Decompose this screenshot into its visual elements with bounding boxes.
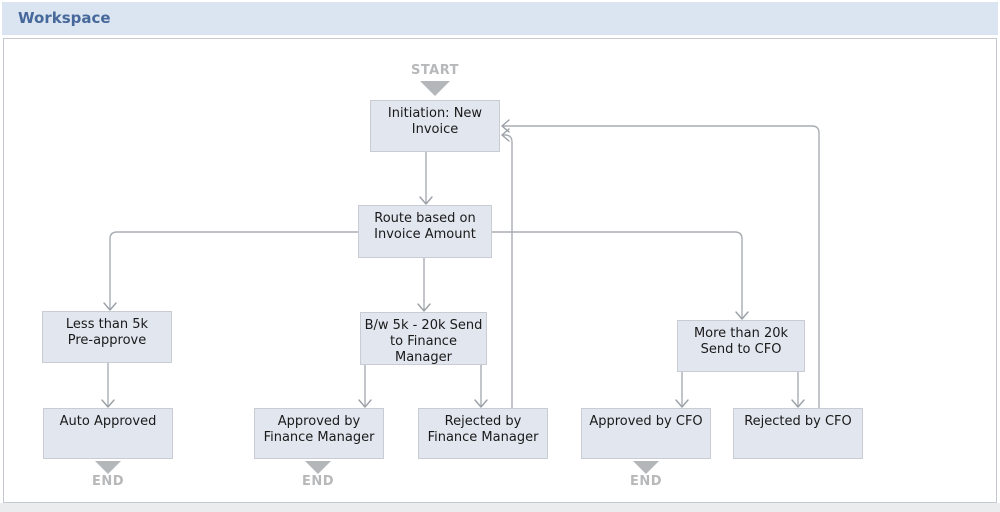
end-label: END [629, 474, 663, 489]
end-triangle-icon [95, 461, 121, 474]
edge-route-more20k [492, 231, 743, 318]
end-triangle-icon [305, 461, 331, 474]
node-between-5k-20k-send-to-finance-manager[interactable]: B/w 5k - 20k Send to Finance Manager [360, 312, 487, 365]
arrowhead-icon [474, 399, 488, 408]
node-rejected-by-cfo[interactable]: Rejected by CFO [733, 408, 863, 459]
arrowhead-icon [675, 399, 689, 408]
node-rejected-by-finance-manager[interactable]: Rejected by Finance Manager [418, 408, 548, 459]
panel-header: Workspace [2, 2, 998, 35]
arrowhead-icon [501, 128, 510, 142]
arrowhead-icon [103, 302, 117, 311]
start-label: START [410, 63, 460, 78]
arrowhead-icon [101, 399, 115, 408]
panel-title: Workspace [18, 9, 111, 27]
node-route-based-on-invoice-amount[interactable]: Route based on Invoice Amount [358, 205, 492, 258]
arrowhead-icon [417, 303, 431, 312]
arrowhead-icon [419, 196, 433, 205]
arrowhead-icon [358, 399, 372, 408]
page-background-strip [0, 503, 1000, 512]
end-triangle-icon [633, 461, 659, 474]
end-label: END [91, 474, 125, 489]
arrowhead-icon [735, 311, 749, 320]
edge-rejcfo-initiation [503, 125, 820, 408]
node-more-than-20k-send-to-cfo[interactable]: More than 20k Send to CFO [677, 320, 805, 372]
edge-route-less5k [109, 231, 358, 309]
end-label: END [301, 474, 335, 489]
node-auto-approved[interactable]: Auto Approved [43, 408, 173, 459]
node-less-than-5k-pre-approve[interactable]: Less than 5k Pre-approve [42, 311, 172, 363]
node-approved-by-finance-manager[interactable]: Approved by Finance Manager [254, 408, 384, 459]
edge-rejfm-initiation [503, 134, 513, 408]
arrowhead-icon [791, 399, 805, 408]
arrowhead-icon [501, 119, 510, 133]
start-triangle-icon [420, 81, 450, 96]
node-approved-by-cfo[interactable]: Approved by CFO [581, 408, 711, 459]
node-initiation-new-invoice[interactable]: Initiation: New Invoice [370, 100, 500, 152]
